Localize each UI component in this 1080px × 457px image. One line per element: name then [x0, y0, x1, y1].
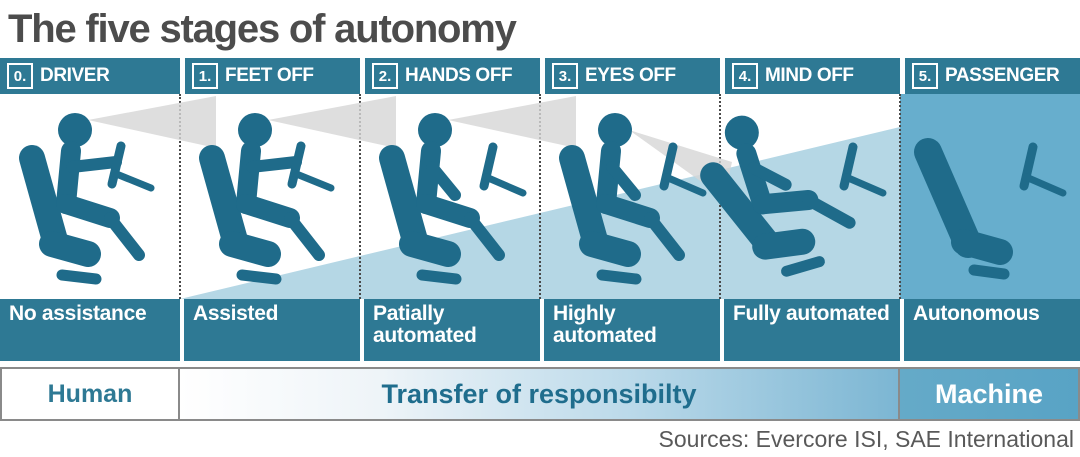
driver-hands-off-wheel-icon [379, 96, 576, 285]
stage-header-label: HANDS OFF [405, 65, 513, 86]
car-seat [914, 138, 1013, 280]
driver-eyes-off-road-icon [559, 113, 732, 285]
stage-number-badge: 0. [7, 63, 33, 89]
page-title: The five stages of autonomy [8, 6, 517, 51]
stage-label-fully-automated: Fully automated [720, 299, 900, 361]
stage-header-hands-off: 2. HANDS OFF [360, 58, 540, 94]
gaze-cone-forward [448, 96, 576, 148]
car-seat [559, 145, 642, 285]
stage-label-row: No assistance Assisted Patially automate… [0, 299, 1080, 361]
stage-header-label: PASSENGER [945, 65, 1060, 86]
stage-number-badge: 2. [372, 63, 398, 89]
person-figure [596, 113, 685, 261]
stage-header-label: FEET OFF [225, 65, 314, 86]
reclined-seat-and-person [700, 115, 856, 277]
stage-label-partially-automated: Patially automated [360, 299, 540, 361]
stage-header-eyes-off: 3. EYES OFF [540, 58, 720, 94]
stage-header-row: 0. DRIVER 1. FEET OFF 2. HANDS OFF 3. EY… [0, 58, 1080, 94]
stage-label-highly-automated: Highly automated [540, 299, 720, 361]
stage-header-feet-off: 1. FEET OFF [180, 58, 360, 94]
stage-header-label: DRIVER [40, 65, 110, 86]
gaze-cone-forward [268, 96, 396, 148]
car-seat [19, 145, 102, 285]
stage-label-assisted: Assisted [180, 299, 360, 361]
column-divider [899, 94, 901, 299]
passenger-column-background [900, 94, 1080, 299]
steering-wheel-icon [287, 141, 335, 192]
stage-number-badge: 3. [552, 63, 578, 89]
responsibility-bar: Human Transfer of responsibilty Machine [0, 367, 1080, 421]
person-figure [56, 113, 145, 261]
person-figure [416, 113, 505, 261]
steering-wheel-icon [479, 142, 527, 197]
steering-wheel-icon [1019, 142, 1067, 197]
human-cell: Human [2, 369, 180, 419]
column-divider [179, 94, 181, 299]
stage-header-label: EYES OFF [585, 65, 676, 86]
steering-wheel-icon [839, 142, 887, 197]
column-divider [359, 94, 361, 299]
stage-number-badge: 5. [912, 63, 938, 89]
illustration-band [0, 94, 1080, 299]
driver-hands-on-wheel-icon [199, 96, 396, 285]
machine-cell: Machine [900, 369, 1078, 419]
gaze-cone-forward [88, 96, 216, 148]
steering-wheel-icon [107, 141, 155, 192]
empty-seat-icon [914, 138, 1067, 280]
stage-number-badge: 4. [732, 63, 758, 89]
transfer-of-responsibility-cell: Transfer of responsibilty [180, 369, 900, 419]
stage-header-label: MIND OFF [765, 65, 854, 86]
stage-header-passenger: 5. PASSENGER [900, 58, 1080, 94]
driver-reclined-resting-icon [700, 115, 887, 277]
stage-number-badge: 1. [192, 63, 218, 89]
stage-header-driver: 0. DRIVER [0, 58, 180, 94]
car-seat [199, 145, 282, 285]
stage-label-autonomous: Autonomous [900, 299, 1080, 361]
driver-hands-on-wheel-icon [19, 96, 216, 285]
stage-label-no-assistance: No assistance [0, 299, 180, 361]
column-divider [539, 94, 541, 299]
title-area: The five stages of autonomy [8, 0, 517, 58]
car-seat [379, 145, 462, 285]
sources-credit: Sources: Evercore ISI, SAE International [658, 425, 1074, 452]
stage-header-mind-off: 4. MIND OFF [720, 58, 900, 94]
person-figure [236, 113, 325, 261]
steering-wheel-icon [659, 142, 707, 197]
